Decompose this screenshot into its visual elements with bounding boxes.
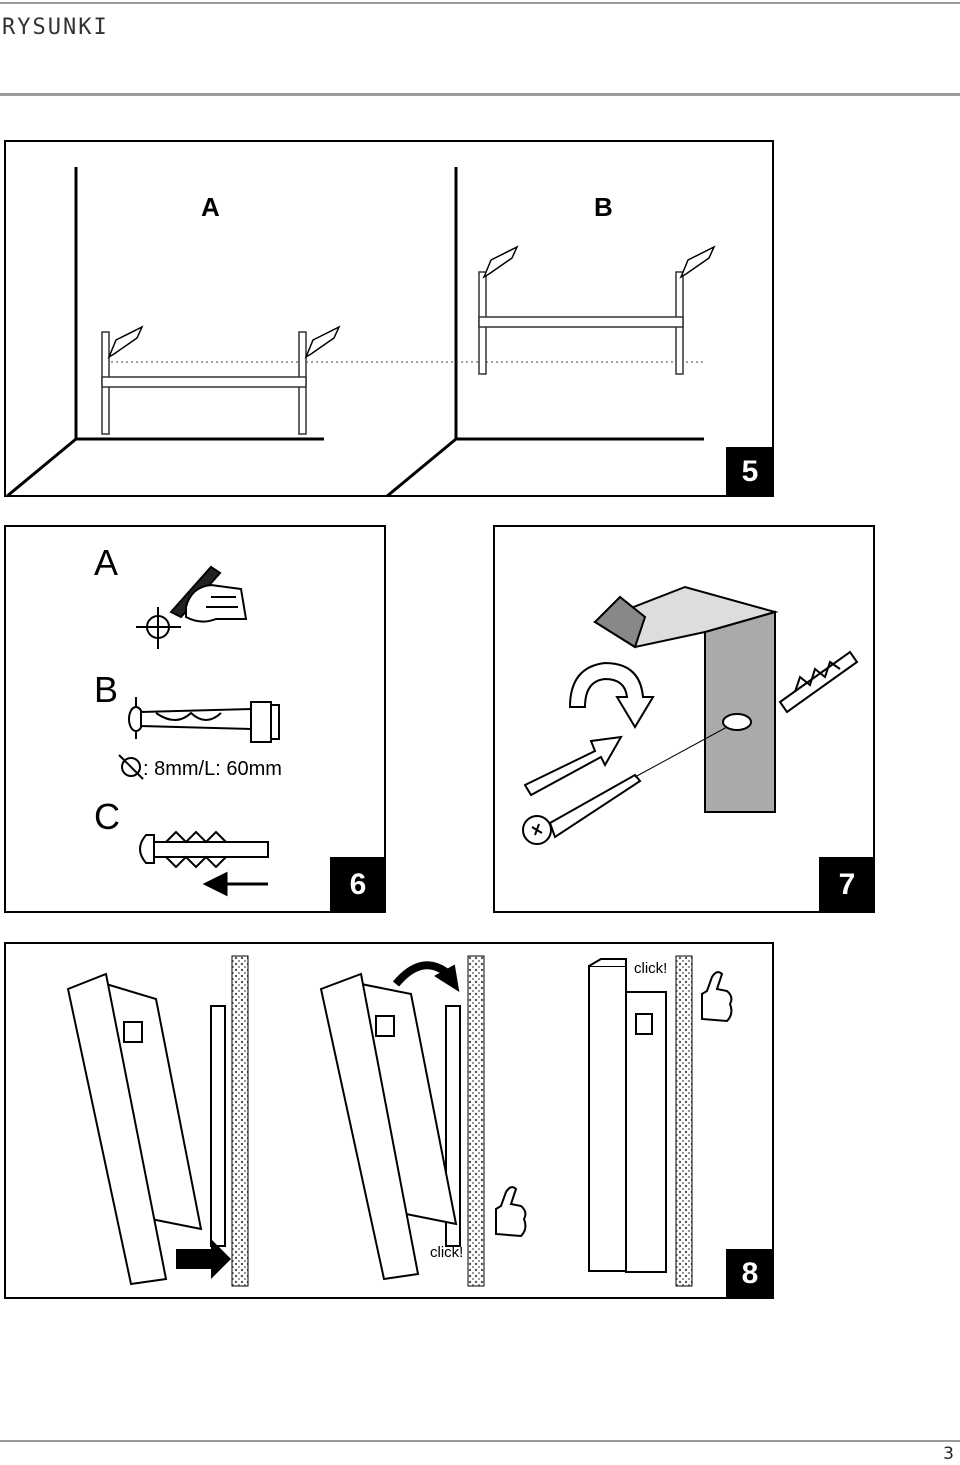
figure-5-illustration: A B (6, 167, 716, 495)
figure-5-label-b: B (594, 192, 613, 222)
push-arrow-icon (523, 735, 623, 797)
wall-1 (231, 955, 249, 1287)
drill-bit-icon (128, 697, 280, 743)
figure-6-number: 6 (330, 857, 384, 911)
wall-plug-icon (139, 830, 269, 869)
figure-6-label-c: C (94, 796, 120, 837)
frame-b (478, 271, 684, 375)
figure-5-panel: A B 5 (4, 140, 774, 497)
frame-a (101, 331, 307, 435)
figure-8-panel: click! click! 8 (4, 942, 774, 1299)
figure-7-illustration (522, 585, 859, 845)
screw-icon (522, 726, 728, 845)
click-label-1: click! (634, 960, 667, 977)
figure-7-number: 7 (819, 857, 873, 911)
wall-2 (467, 955, 485, 1287)
wall-plug-icon (778, 650, 859, 714)
figure-8-illustration: click! click! (66, 955, 733, 1287)
curved-arrow-icon (392, 961, 460, 993)
heater-step-2 (319, 972, 461, 1281)
thumbs-up-icon (701, 971, 733, 1023)
hand-pen-icon (169, 565, 248, 623)
arrow-left-icon (202, 871, 268, 897)
rotate-arrow-icon (568, 661, 655, 729)
diameter-icon (118, 754, 144, 780)
figure-6-label-b: B (94, 669, 118, 710)
figure-6-panel: A B : 8mm/L: 60mm C (4, 525, 386, 913)
figure-5-label-a: A (201, 192, 220, 222)
wall-3 (675, 955, 693, 1287)
page-number: 3 (943, 1444, 954, 1464)
figure-6-label-a: A (94, 542, 118, 583)
footer-rule (0, 1440, 960, 1442)
crosshair-icon (136, 607, 181, 649)
click-label-2: click! (430, 1244, 463, 1261)
figure-5-number: 5 (726, 447, 772, 495)
figure-8-number: 8 (726, 1249, 772, 1297)
drill-spec-text: : 8mm/L: 60mm (143, 758, 282, 780)
figure-6-illustration: A B : 8mm/L: 60mm C (94, 542, 282, 897)
pencil-icon (107, 245, 716, 359)
bracket-icon (592, 585, 779, 813)
top-rule (0, 2, 960, 4)
page-title: RYSUNKI (2, 15, 109, 40)
arrow-right-icon (176, 1239, 231, 1279)
figure-7-panel: 7 (493, 525, 875, 913)
thumbs-up-icon (495, 1186, 527, 1238)
header-rule (0, 93, 960, 96)
heater-step-1 (66, 972, 226, 1286)
heater-step-3 (588, 958, 667, 1273)
